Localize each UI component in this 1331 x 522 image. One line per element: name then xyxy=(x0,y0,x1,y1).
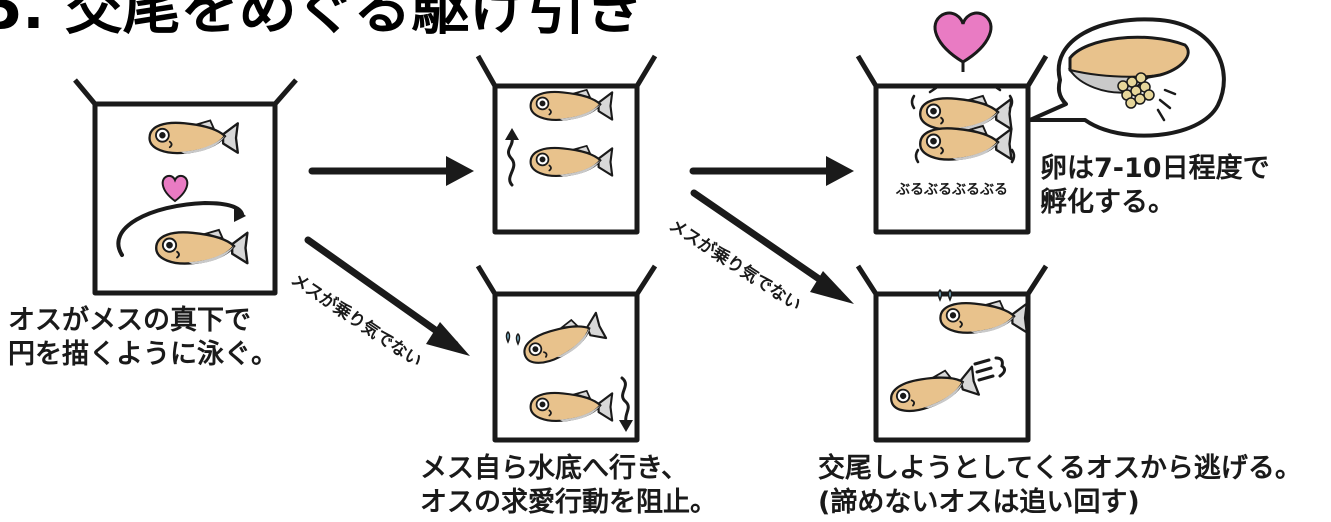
up-arrow-icon xyxy=(506,136,516,187)
male-fish xyxy=(529,144,614,178)
heart-icon xyxy=(933,11,993,64)
male-fish xyxy=(919,124,1013,162)
caption-start: オスがメスの真下で 円を描くように泳ぐ。 xyxy=(8,304,278,372)
page-title: 5. 交尾をめぐる駆け引き xyxy=(0,0,643,42)
sweat-drops-icon xyxy=(505,330,521,346)
shiver-label: ぶるぶるぶるぶる xyxy=(895,182,1008,198)
egg-cluster-icon xyxy=(1117,72,1155,109)
caption-refuse-bottom-line2: オスの求愛行動を阻止。 xyxy=(420,487,717,518)
heart-icon xyxy=(161,174,189,203)
label-not-in-mood-1: メスが乗り気でない xyxy=(287,269,426,372)
caption-refuse-chase-line1: 交尾しようとしてくるオスから逃げる。 xyxy=(818,453,1302,484)
female-fish xyxy=(919,94,1013,132)
female-fish xyxy=(529,88,614,122)
tank-rising xyxy=(475,54,658,235)
female-fish xyxy=(148,119,239,155)
male-fish xyxy=(155,228,249,266)
arrow-start-to-bottom xyxy=(304,236,459,348)
label-not-in-mood-2: メスが乗り気でない xyxy=(665,215,805,316)
sweat-drops-icon xyxy=(937,288,953,302)
male-fish xyxy=(886,362,981,418)
caption-eggs-line2: 孵化する。 xyxy=(1040,187,1175,218)
caption-refuse-bottom-line1: メス自ら水底へ行き、 xyxy=(420,453,689,484)
egg-closeup-bubble xyxy=(1028,17,1226,138)
tank-chase xyxy=(855,264,1049,443)
speed-lines-icon xyxy=(973,356,1007,382)
caption-refuse-chase-line2: (諦めないオスは追い回す) xyxy=(818,487,1140,518)
caption-eggs: 卵は7-10日程度で 孵化する。 xyxy=(1040,152,1270,220)
caption-refuse-chase: 交尾しようとしてくるオスから逃げる。 (諦めないオスは追い回す) xyxy=(818,452,1302,520)
female-fish xyxy=(939,299,1028,335)
female-fish xyxy=(529,389,614,423)
male-fish xyxy=(518,309,608,371)
tank-start xyxy=(73,78,298,296)
flow-arrows xyxy=(304,156,854,356)
tank-spawning: ぶるぶるぶるぶる xyxy=(855,11,1049,235)
arrow-rising-to-chase xyxy=(690,189,842,296)
caption-refuse-bottom: メス自ら水底へ行き、 オスの求愛行動を阻止。 xyxy=(420,452,717,520)
caption-start-line1: オスがメスの真下で xyxy=(8,305,251,336)
caption-start-line2: 円を描くように泳ぐ。 xyxy=(8,339,278,370)
caption-eggs-line1: 卵は7-10日程度で xyxy=(1040,153,1270,184)
down-arrow-icon xyxy=(620,376,630,424)
tank-female-bottom xyxy=(475,264,658,443)
